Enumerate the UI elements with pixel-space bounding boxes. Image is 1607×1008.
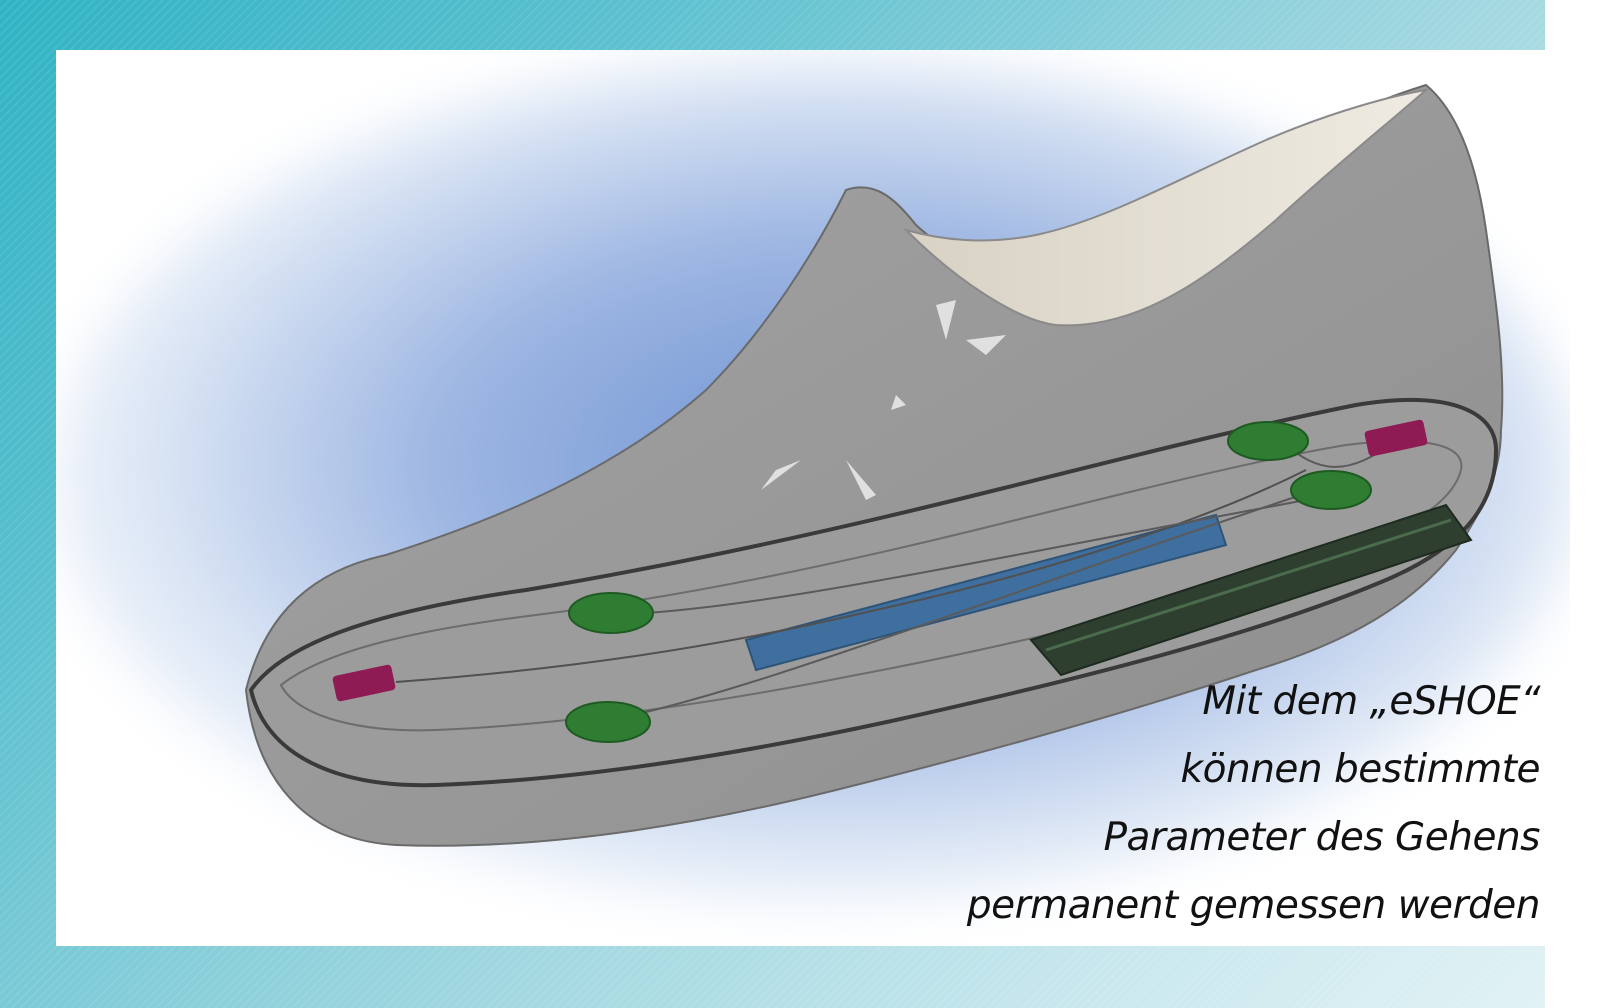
sensor-pad-forefoot-bottom [566, 702, 650, 742]
caption-line-3: Parameter des Gehens [967, 804, 1540, 872]
content-panel: Mit dem „eSHOE“ können bestimmte Paramet… [56, 50, 1570, 946]
caption-text: Mit dem „eSHOE“ können bestimmte Paramet… [967, 668, 1540, 940]
caption-line-1: Mit dem „eSHOE“ [967, 668, 1540, 736]
sensor-pad-heel-bottom [1291, 471, 1371, 509]
sensor-pad-heel-top [1228, 422, 1308, 460]
caption-line-4: permanent gemessen werden [967, 872, 1540, 940]
caption-line-2: können bestimmte [967, 736, 1540, 804]
sensor-pad-forefoot-top [569, 593, 653, 633]
